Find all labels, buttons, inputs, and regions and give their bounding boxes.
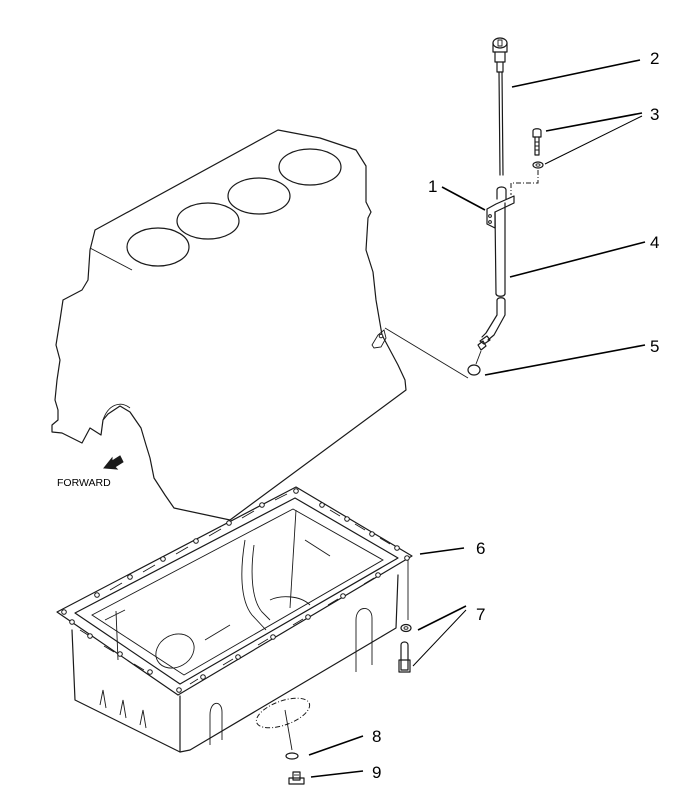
callout-4: 4 bbox=[650, 233, 659, 252]
callout-numbers: 1 2 3 4 5 6 7 8 9 bbox=[372, 49, 659, 782]
cylinder-bore-3 bbox=[227, 177, 291, 215]
flange-bolt-holes bbox=[61, 488, 410, 693]
callout-1: 1 bbox=[428, 177, 437, 196]
callout-8: 8 bbox=[372, 727, 381, 746]
oil-pan bbox=[56, 486, 413, 753]
o-ring bbox=[384, 327, 482, 379]
callout-3: 3 bbox=[650, 105, 659, 124]
forward-label: FORWARD bbox=[57, 477, 111, 489]
callout-6: 6 bbox=[476, 539, 485, 558]
engine-block bbox=[51, 129, 407, 521]
cylinder-bore-1 bbox=[126, 227, 190, 267]
drain-plug-assembly bbox=[285, 752, 305, 785]
callout-7: 7 bbox=[476, 605, 485, 624]
gauge-guide-tube bbox=[477, 186, 515, 351]
oil-level-gauge bbox=[492, 37, 508, 176]
callout-9: 9 bbox=[372, 763, 381, 782]
flange-ribs bbox=[79, 493, 391, 685]
oil-pan-washer-and-bolt bbox=[398, 560, 412, 673]
forward-arrow-icon bbox=[103, 455, 124, 470]
leader-lines bbox=[308, 59, 646, 778]
callout-2: 2 bbox=[650, 49, 659, 68]
bracket-bolt-and-washer bbox=[510, 128, 544, 195]
cylinder-bore-4 bbox=[278, 148, 342, 186]
forward-direction-indicator: FORWARD bbox=[57, 455, 124, 489]
cylinder-bore-2 bbox=[176, 202, 240, 240]
callout-5: 5 bbox=[650, 337, 659, 356]
